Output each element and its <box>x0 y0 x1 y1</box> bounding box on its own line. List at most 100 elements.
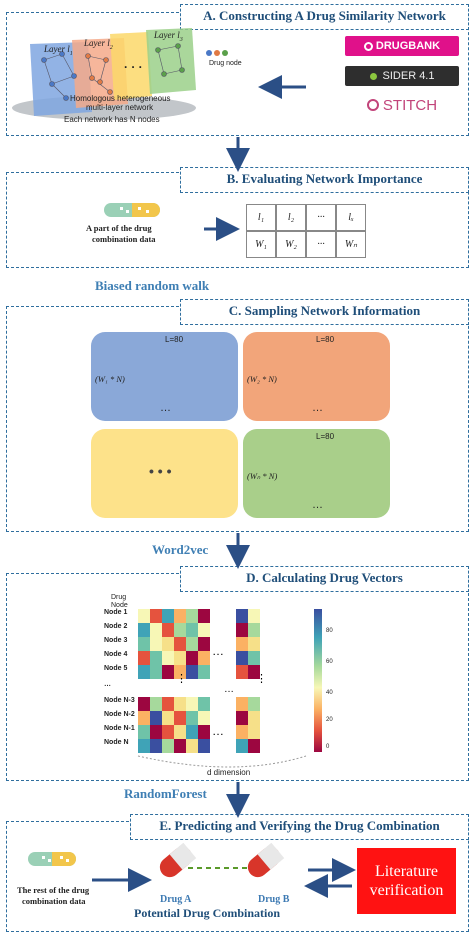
multi-layer-caption-line2: multi-layer network <box>86 103 154 112</box>
heatmap-cell <box>186 725 198 739</box>
heatmap-cell <box>162 623 174 637</box>
rest-data-caption-line2: combination data <box>22 896 86 906</box>
heatmap-cell <box>150 637 162 651</box>
colorbar-tick: 80 <box>326 628 333 634</box>
heatmap-cell <box>150 665 162 679</box>
heatmap-cell <box>236 651 248 665</box>
colorbar-tick: 0 <box>326 744 330 750</box>
heatmap-cell <box>174 651 186 665</box>
heatmap-cell <box>150 697 162 711</box>
d-dimension-brace <box>137 755 307 768</box>
layer-4-plane <box>146 28 196 94</box>
heatmap-cell <box>138 651 150 665</box>
table-cell: lₓ <box>336 204 366 231</box>
heatmap-cell <box>162 651 174 665</box>
sampling-box-orange <box>243 332 390 421</box>
colorbar <box>314 609 322 752</box>
heatmap-cell <box>248 665 260 679</box>
node-label: Node N-1 <box>104 725 135 732</box>
heatmap-cell <box>138 739 150 753</box>
rest-data-caption-line1: The rest of the drug <box>17 885 90 895</box>
panel-e-title: E. Predicting and Verifying the Drug Com… <box>130 814 469 840</box>
lit-line2: verification <box>369 882 444 899</box>
heatmap-cell <box>186 697 198 711</box>
panel-c-title: C. Sampling Network Information <box>180 299 469 325</box>
heatmap-cell <box>186 739 198 753</box>
node-label: Node 2 <box>104 623 128 630</box>
heatmap-cell <box>174 711 186 725</box>
sider-icon <box>369 72 377 80</box>
heatmap-cell <box>236 711 248 725</box>
sampling-box-green <box>243 429 390 518</box>
heatmap-ellipsis: … <box>224 684 234 695</box>
sampling-box-yellow <box>91 429 238 518</box>
heatmap-cell <box>236 637 248 651</box>
heatmap-cell <box>236 665 248 679</box>
stitch-icon <box>366 99 379 111</box>
d-dimension-label: d dimension <box>207 768 251 777</box>
biased-random-walk-label: Biased random walk <box>95 278 210 293</box>
w2-label: (W₂ * N) <box>247 374 277 384</box>
heatmap-cell <box>162 697 174 711</box>
heatmap-cell <box>198 623 210 637</box>
heatmap-cell <box>248 651 260 665</box>
w1-label: (W₁ * N) <box>95 374 125 384</box>
node-label: Node 1 <box>104 609 128 616</box>
heatmap-cell <box>186 711 198 725</box>
heatmap-cell <box>236 725 248 739</box>
drug-a-label: Drug A <box>160 894 192 905</box>
heatmap-cell <box>162 665 174 679</box>
wn-label: (Wₙ * N) <box>247 471 278 481</box>
heatmap-cell <box>174 697 186 711</box>
heatmap-cell <box>174 623 186 637</box>
heatmap-cell <box>248 739 260 753</box>
heatmap-cell <box>138 637 150 651</box>
heatmap-cell <box>150 651 162 665</box>
heatmap-ellipsis: … <box>212 724 224 738</box>
colorbar-tick: 40 <box>326 690 333 696</box>
heatmap-cell <box>198 609 210 623</box>
multi-layer-caption-line1: Homologous heterogeneous <box>70 94 171 103</box>
l80-blue: L=80 <box>165 335 184 344</box>
heatmap-cell <box>138 665 150 679</box>
heatmap-cell <box>138 725 150 739</box>
data-capsule-icon-b <box>104 203 160 217</box>
heatmap-cell <box>150 609 162 623</box>
heatmap-cell <box>174 739 186 753</box>
heatmap-cell <box>150 711 162 725</box>
heatmap-cell <box>236 697 248 711</box>
heatmap-cell <box>150 623 162 637</box>
randomforest-label: RandomForest <box>124 786 207 801</box>
heatmap-cell <box>198 739 210 753</box>
heatmap-cell <box>174 665 186 679</box>
part-data-caption-line2: combination data <box>92 234 156 244</box>
drug-node-header-1: Drug <box>111 594 127 601</box>
heatmap-cell <box>174 725 186 739</box>
sider-logo: SIDER 4.1 <box>345 66 459 86</box>
heatmap-cell <box>236 623 248 637</box>
heatmap-cell <box>248 725 260 739</box>
drug-node-header-2: Node <box>111 602 128 609</box>
table-cell: Wₙ <box>336 231 366 258</box>
heatmap-cell <box>248 637 260 651</box>
part-data-caption-line1: A part of the drug <box>86 223 152 233</box>
potential-combination-label: Potential Drug Combination <box>134 906 281 920</box>
panel-d-title: D. Calculating Drug Vectors <box>180 566 469 592</box>
table-cell: ··· <box>306 204 336 231</box>
layer-2-label: Layer l2 <box>84 38 113 51</box>
heatmap-cell <box>174 609 186 623</box>
data-capsule-icon-e <box>28 852 76 866</box>
heatmap-cell <box>162 711 174 725</box>
drugbank-logo: DRUGBANK <box>345 36 459 56</box>
heatmap-cell <box>150 725 162 739</box>
heatmap-cell <box>236 609 248 623</box>
heatmap-cell <box>236 739 248 753</box>
heatmap-vertical-ellipsis: ⋮ <box>256 673 267 685</box>
layer-dots: · · · <box>124 60 143 74</box>
heatmap-cell <box>186 665 198 679</box>
lit-line1: Literature <box>374 863 439 880</box>
node-label: Node N-3 <box>104 697 135 704</box>
pill-drug-b-icon <box>247 842 285 878</box>
table-cell: l₁ <box>246 204 276 231</box>
layer-1-label: Layer l1 <box>44 44 73 57</box>
